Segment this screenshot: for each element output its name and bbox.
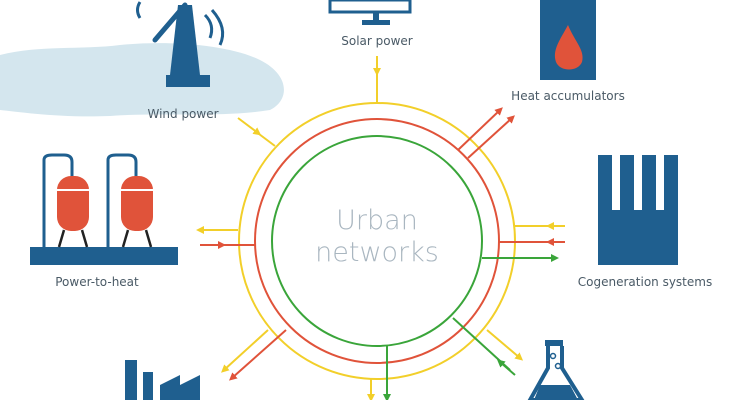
center-title-line2: networks	[315, 237, 439, 268]
center-title-line1: Urban	[336, 205, 418, 236]
solar-panel-icon	[328, 0, 412, 25]
cogeneration-plant-icon	[598, 155, 678, 265]
power-to-heat-icon	[30, 153, 178, 265]
heat-accumulator-icon	[540, 0, 596, 80]
label-wind-power: Wind power	[147, 107, 219, 121]
label-power-to-heat: Power-to-heat	[55, 275, 139, 289]
label-solar-power: Solar power	[341, 34, 413, 48]
factory-icon	[125, 360, 200, 400]
label-heat-accumulators: Heat accumulators	[511, 89, 625, 103]
gas-ring	[271, 135, 483, 347]
cloud-shape	[0, 43, 284, 117]
flask-icon	[527, 340, 585, 400]
flow-arrows	[196, 56, 565, 400]
label-cogeneration-systems: Cogeneration systems	[577, 275, 713, 289]
center-title: Urban networks	[315, 205, 439, 269]
wind-turbine-icon	[136, 1, 225, 87]
